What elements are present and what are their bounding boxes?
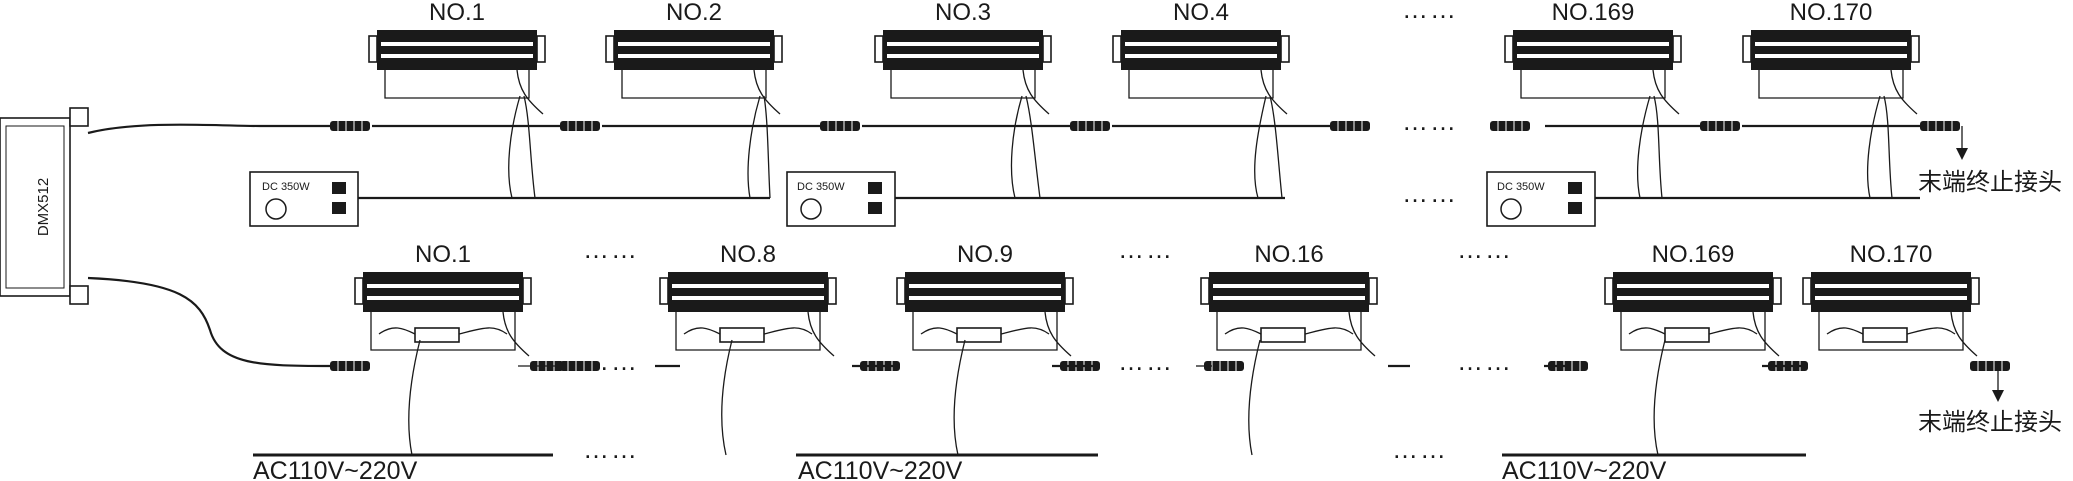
bottom-signal-connector-6 [1204,361,1244,371]
top-signal-connector-8 [1920,121,1960,131]
bottom-fixture-label-1: NO.1 [415,241,471,268]
bottom-signal-connector-3 [560,361,600,371]
bottom-ellipsis-ac-2: …… [1392,434,1448,464]
bottom-end-label: 末端终止接头 [1918,409,2062,436]
bottom-fixture-3 [896,272,1074,357]
top-power-supply-3: DC 350W [1486,171,1596,227]
top-signal-cables [87,123,1968,160]
top-fixture-label-169: NO.169 [1552,0,1635,26]
psu-3-text: DC 350W [1497,181,1545,193]
bottom-fixtures [330,272,2010,371]
psu-1-text: DC 350W [262,181,310,193]
top-fixtures [330,30,1960,131]
top-end-label: 末端终止接头 [1918,169,2062,196]
top-power-lines [358,95,1920,200]
top-power-supply-2: DC 350W [786,171,896,227]
top-fixture-5 [1504,30,1682,115]
top-signal-connector-4 [1070,121,1110,131]
bottom-signal-connector-1 [330,361,370,371]
bottom-fixture-6 [1802,272,1980,357]
bottom-ellipsis-1: …… [583,234,639,264]
bottom-ellipsis-3: …… [1457,234,1513,264]
ac-label-2: AC110V~220V [798,457,963,481]
top-fixture-3 [874,30,1052,115]
top-fixture-4 [1112,30,1290,115]
psu-2-text: DC 350W [797,181,845,193]
top-signal-connector-1 [330,121,370,131]
bottom-ellipsis-signal-3: …… [1457,346,1513,376]
top-fixture-6 [1742,30,1920,115]
dmx512-controller: DMX512 [0,107,89,305]
top-fixture-2 [605,30,783,115]
bottom-signal-cables [87,276,2004,402]
top-fixture-label-2: NO.2 [666,0,722,26]
top-signal-connector-5 [1330,121,1370,131]
top-ellipsis-psu: …… [1402,178,1458,208]
bottom-fixture-label-9: NO.9 [957,241,1013,268]
top-fixture-label-3: NO.3 [935,0,991,26]
ac-label-1: AC110V~220V [253,457,418,481]
bottom-ellipsis-ac-1: …… [583,434,639,464]
top-signal-connector-3 [820,121,860,131]
top-fixture-label-4: NO.4 [1173,0,1229,26]
top-signal-connector-2 [560,121,600,131]
top-fixture-label-1: NO.1 [429,0,485,26]
top-ellipsis-signal: …… [1402,106,1458,136]
bottom-ellipsis-2: …… [1118,234,1174,264]
bottom-fixture-5 [1604,272,1782,357]
top-fixture-1 [368,30,546,115]
bottom-fixture-label-8: NO.8 [720,241,776,268]
bottom-ac-lines [253,339,1806,457]
bottom-ellipsis-signal-2: …… [1118,346,1174,376]
bottom-fixture-label-16: NO.16 [1254,241,1323,268]
bottom-fixture-4 [1200,272,1378,357]
dmx512-label: DMX512 [35,178,52,236]
top-signal-connector-6 [1490,121,1530,131]
bottom-fixture-label-170: NO.170 [1850,241,1933,268]
bottom-fixture-1 [354,272,532,357]
bottom-signal-connector-9 [1970,361,2010,371]
bottom-fixture-label-169: NO.169 [1652,241,1735,268]
bottom-fixture-2 [659,272,837,357]
bottom-ellipsis-signal-1: …… [583,346,639,376]
ac-label-3: AC110V~220V [1502,457,1667,481]
top-ellipsis-labels: …… [1402,0,1458,24]
top-power-supply-1: DC 350W [249,171,359,227]
top-signal-connector-7 [1700,121,1740,131]
top-fixture-label-170: NO.170 [1790,0,1873,26]
